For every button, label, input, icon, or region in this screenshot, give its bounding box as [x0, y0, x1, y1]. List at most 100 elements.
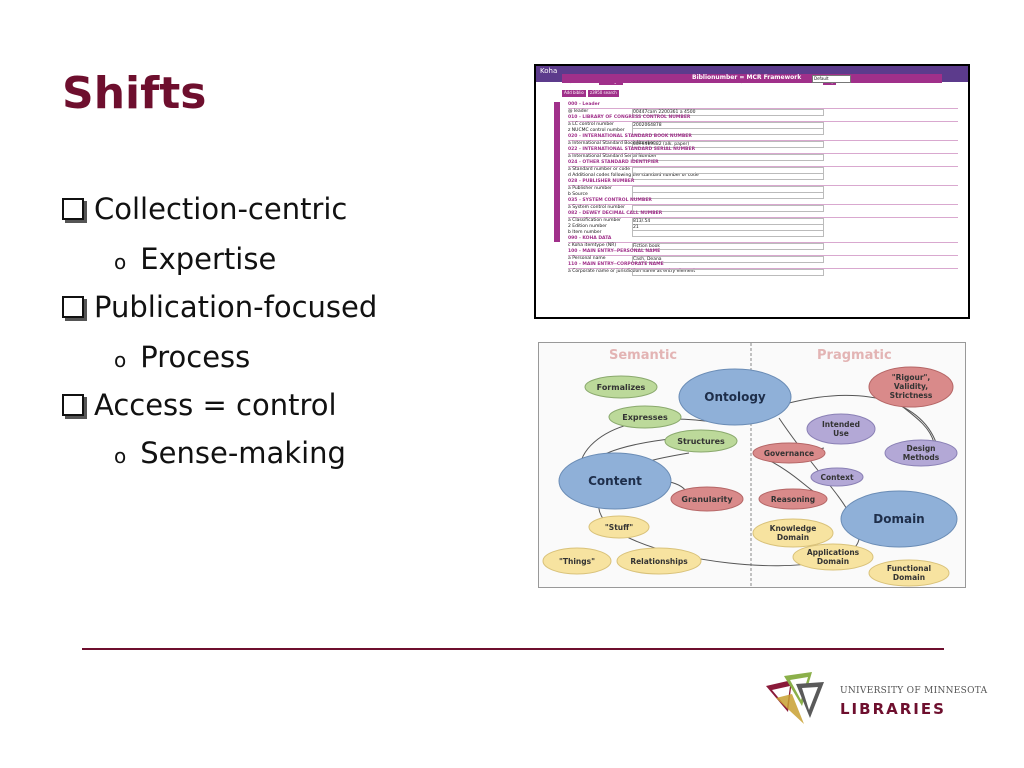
marc-field-input[interactable]: 00447cam 2200361 a 4500: [632, 109, 824, 116]
structures-node: [664, 429, 738, 453]
pragmatic-heading: Pragmatic: [817, 348, 892, 363]
design-methods-label-1: Design: [906, 444, 935, 453]
marc-section-header: 100 - MAIN ENTRY--PERSONAL NAME: [568, 249, 958, 256]
things-label: "Things": [559, 557, 595, 566]
marc-field-input[interactable]: 0679419382 (alk. paper): [632, 141, 824, 148]
marc-field-input[interactable]: [632, 269, 824, 276]
marc-field-label: a Publisher number: [568, 186, 612, 191]
applications-domain-label-1: Applications: [807, 548, 860, 557]
marc-field-input[interactable]: [632, 205, 824, 212]
marc-field-row: c Koha itemtype (NR)Fiction book: [568, 243, 958, 250]
stuff-node: [588, 515, 650, 539]
granularity-node: [670, 486, 744, 512]
marc-field-input[interactable]: [632, 173, 824, 180]
relationships-node: [616, 547, 702, 575]
expresses-node: [608, 405, 682, 429]
marc-field-input[interactable]: [632, 128, 824, 135]
reasoning-node: [758, 488, 828, 510]
marc-field-input[interactable]: Cash, Deana: [632, 256, 824, 263]
reasoning-label: Reasoning: [771, 495, 815, 504]
design-methods-node: [884, 439, 958, 467]
marc-section-label: 024 - OTHER STANDARD IDENTIFIER: [568, 160, 659, 165]
functional-domain-node: [868, 559, 950, 587]
knowledge-domain-label-2: Domain: [777, 533, 809, 542]
bullet-text: Publication-focused: [94, 290, 378, 324]
marc-section-label: 082 - DEWEY DECIMAL CALL NUMBER: [568, 211, 663, 216]
formalizes-label: Formalizes: [597, 383, 646, 392]
granularity-label: Granularity: [681, 495, 733, 504]
marc-field-label: d Additional codes following the standar…: [568, 173, 699, 178]
marc-section-label: 110 - MAIN ENTRY--CORPORATE NAME: [568, 262, 664, 267]
koha-page-header: Biblionumber = MCR Framework Default: [562, 74, 942, 83]
marc-section-header: 028 - PUBLISHER NUMBER: [568, 179, 958, 186]
marc-field-label: a LC control number: [568, 122, 614, 127]
intended-use-node: [806, 413, 876, 445]
marc-field-row: a Corporate name or jurisdiction name as…: [568, 269, 958, 276]
rigour-label-1: "Rigour",: [892, 373, 931, 382]
add-biblio-button[interactable]: Add biblio: [562, 90, 586, 97]
sub-bullet-text: Sense-making: [140, 436, 346, 470]
governance-label: Governance: [764, 449, 814, 458]
marc-field-label: a System control number: [568, 205, 625, 210]
marc-section-header: 024 - OTHER STANDARD IDENTIFIER: [568, 160, 958, 167]
z3950-search-button[interactable]: z3950 search: [588, 90, 619, 97]
marc-field-label: z NUCMC control number: [568, 128, 625, 133]
marc-field-input[interactable]: [632, 192, 824, 199]
marc-section-label: 100 - MAIN ENTRY--PERSONAL NAME: [568, 249, 661, 254]
bullet-item: Access = control: [62, 388, 337, 422]
koha-logo: Koha: [540, 67, 558, 75]
rigour-label-3: Strictness: [890, 391, 933, 400]
diagram-svg: Semantic Pragmatic Formalizes Ontology "…: [542, 343, 958, 587]
domain-label: Domain: [873, 512, 924, 526]
marc-section-label: 000 - Leader: [568, 102, 600, 107]
governance-node: [752, 442, 826, 464]
things-node: [542, 547, 612, 575]
knowledge-domain-node: [752, 518, 834, 548]
sub-bullet-text: Expertise: [140, 242, 277, 276]
content-node: [558, 452, 672, 510]
marc-section-label: 020 - INTERNATIONAL STANDARD BOOK NUMBER: [568, 134, 692, 139]
marc-field-row: @ leader 00447cam 2200361 a 4500: [568, 109, 958, 116]
marc-field-label: a Corporate name or jurisdiction name as…: [568, 269, 696, 274]
koha-screenshot: Koha Acquisitions Catalogue Circulation …: [534, 64, 970, 319]
marc-section-header: 110 - MAIN ENTRY--CORPORATE NAME: [568, 262, 958, 269]
marc-section-header: 010 - LIBRARY OF CONGRESS CONTROL NUMBER: [568, 115, 958, 122]
marc-field-label: 2 Edition number: [568, 224, 607, 229]
applications-domain-node: [792, 543, 874, 571]
marc-field-label: @ leader: [568, 109, 589, 114]
framework-select[interactable]: Default: [812, 75, 851, 83]
sub-bullet-text: Process: [140, 340, 251, 374]
stuff-label: "Stuff": [605, 523, 633, 532]
footer-divider: [82, 648, 944, 650]
circle-bullet-icon: o: [114, 250, 127, 274]
marc-section-label: 022 - INTERNATIONAL STANDARD SERIAL NUMB…: [568, 147, 696, 152]
marc-field-label: b Item number: [568, 230, 602, 235]
marc-section-header: 022 - INTERNATIONAL STANDARD SERIAL NUMB…: [568, 147, 958, 154]
rigour-label-2: Validity,: [894, 382, 928, 391]
checkbox-square-icon: [62, 394, 84, 416]
marc-section-header: 090 - KOHA DATA: [568, 236, 958, 243]
koha-tab-strip[interactable]: [554, 102, 560, 242]
bullet-item: Collection-centric: [62, 192, 347, 226]
expresses-label: Expresses: [622, 413, 668, 422]
marc-field-input[interactable]: Fiction book: [632, 243, 824, 250]
bullet-item: Publication-focused: [62, 290, 377, 324]
domain-node: [840, 490, 958, 548]
libraries-wordmark: LIBRARIES: [840, 700, 946, 718]
marc-field-label: a International Standard Book Number: [568, 141, 655, 146]
formalizes-node: [584, 375, 658, 399]
sub-bullet-item: o Expertise: [114, 242, 276, 276]
marc-field-input[interactable]: [632, 154, 824, 161]
marc-field-input[interactable]: [632, 230, 824, 237]
bullet-text: Access = control: [94, 388, 337, 422]
marc-field-label: a International Standard Serial Number: [568, 154, 657, 159]
marc-section-label: 010 - LIBRARY OF CONGRESS CONTROL NUMBER: [568, 115, 691, 120]
functional-domain-label-1: Functional: [887, 564, 931, 573]
context-label: Context: [820, 473, 854, 482]
university-logo-icon: [766, 672, 824, 724]
marc-field-row: a International Standard Serial Number: [568, 154, 958, 161]
marc-field-label: a Standard number or code: [568, 167, 630, 172]
